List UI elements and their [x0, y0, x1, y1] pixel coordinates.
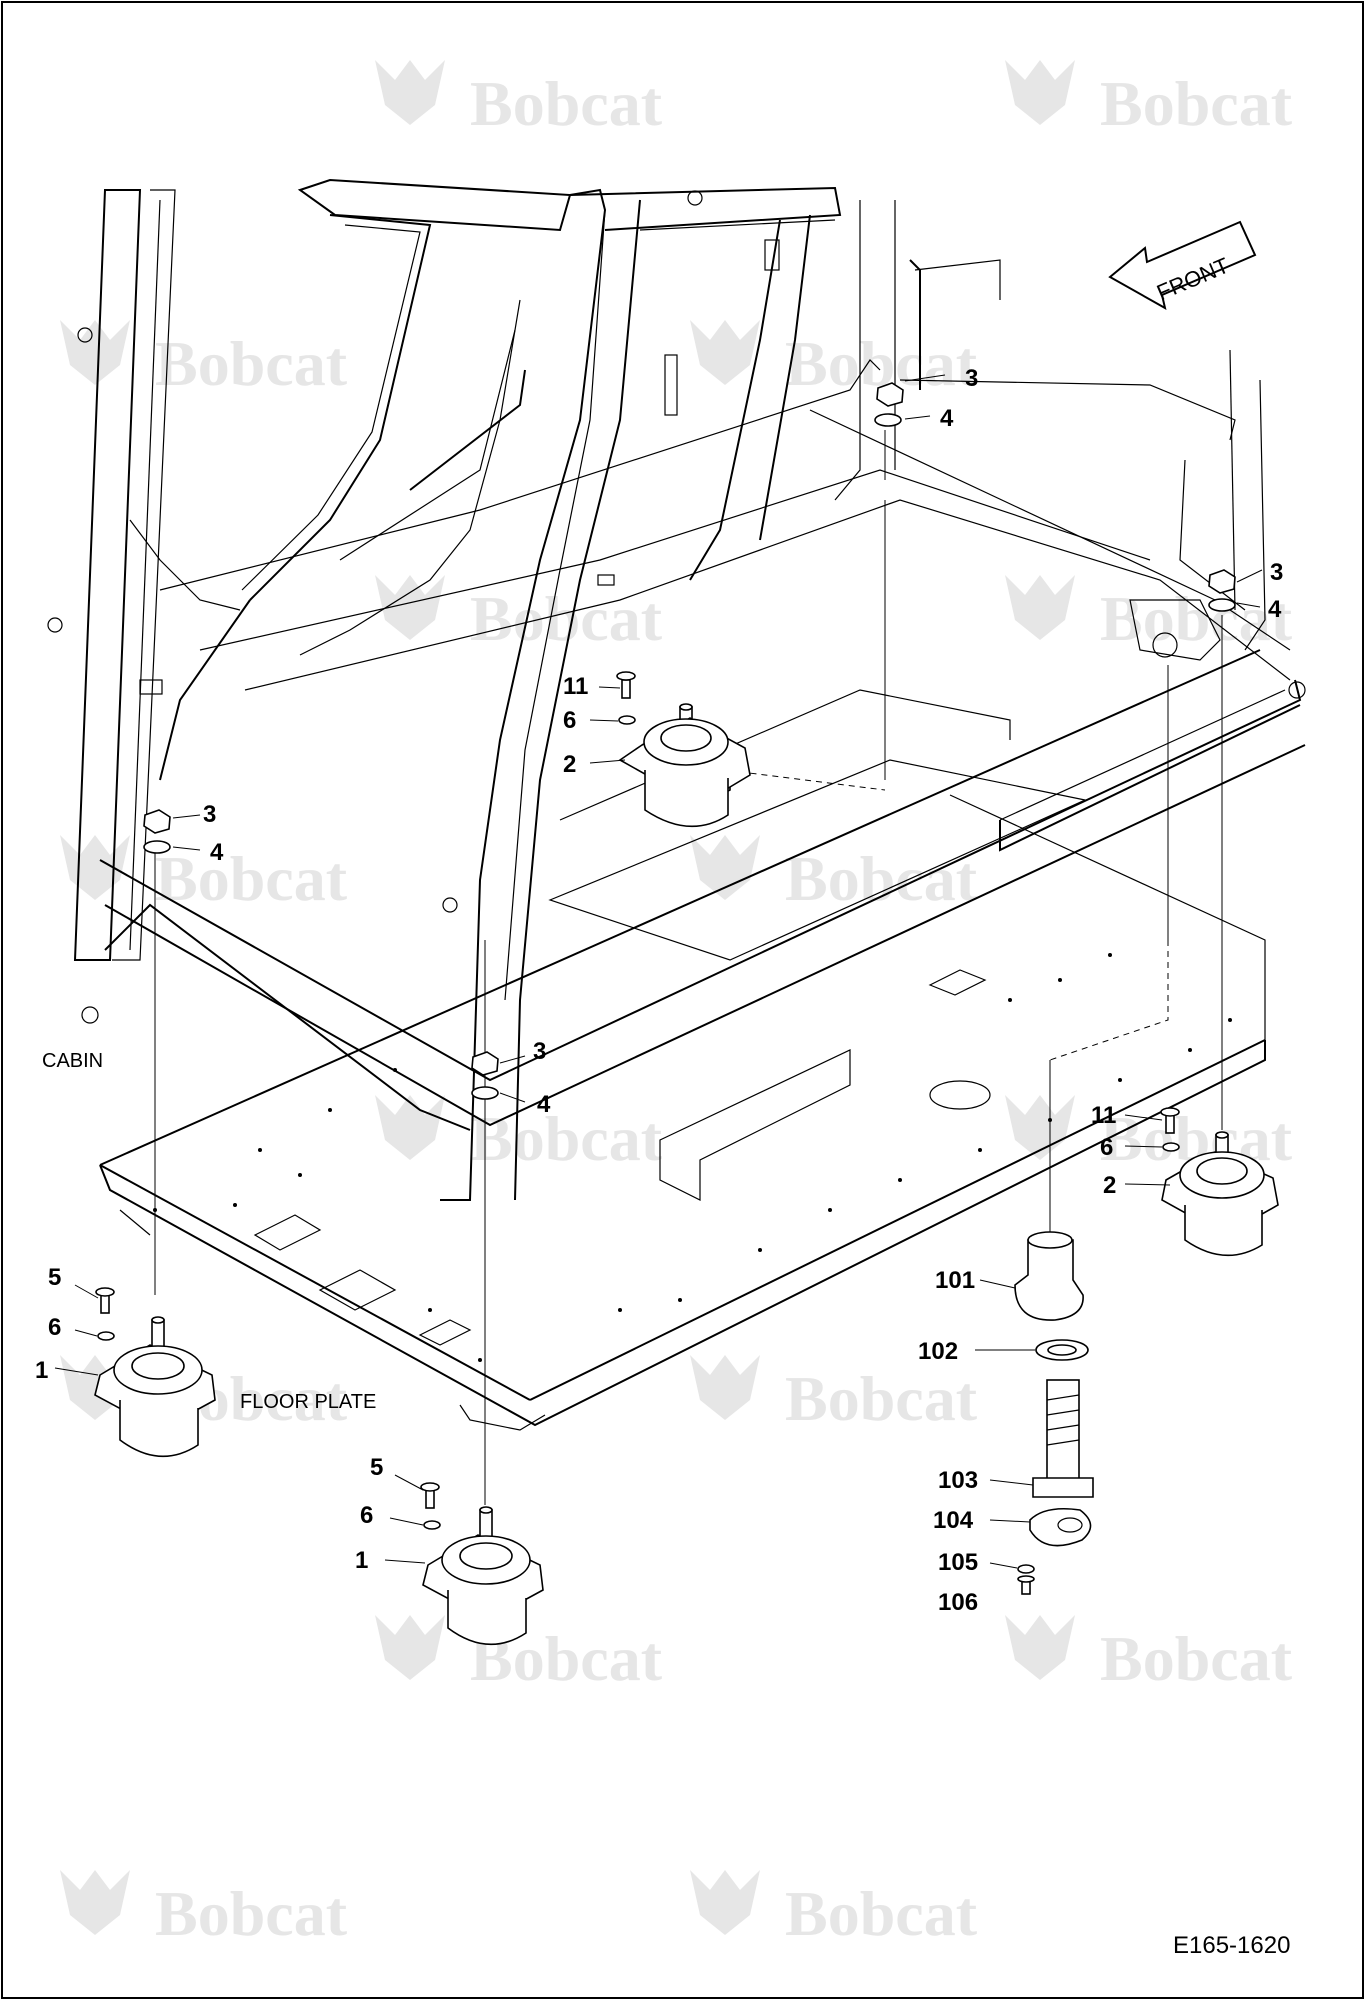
- bolt-icon: [100, 1294, 110, 1314]
- front-direction-arrow: FRONT: [1108, 220, 1257, 310]
- drawing-number: E165-1620: [1173, 1932, 1290, 1959]
- callout-label: 2: [563, 751, 576, 778]
- mount-2-lower: [1160, 1107, 1279, 1257]
- watermark-text: Bobcat: [1100, 68, 1293, 139]
- mount-1-left: [94, 1287, 216, 1458]
- bolt-icon: [425, 1489, 435, 1509]
- callout-label: 3: [965, 365, 978, 392]
- callout-label: 1: [35, 1357, 48, 1384]
- callout-label: 11: [563, 673, 588, 700]
- bolt-icon: [1165, 1114, 1175, 1134]
- callout-label: 103: [938, 1467, 978, 1494]
- bushing-101: [1014, 1239, 1084, 1321]
- callout-label: 4: [537, 1091, 551, 1118]
- stopper-assembly: [1014, 1231, 1094, 1595]
- callout-label: 106: [938, 1589, 978, 1616]
- callout-label: 3: [533, 1038, 546, 1065]
- mount-1-center: [420, 1482, 544, 1646]
- watermark: Bobcat Bobcat Bobcat Bobcat Bobcat Bobca…: [155, 68, 1293, 1949]
- washer-icon: [97, 1331, 115, 1341]
- watermark-text: Bobcat: [1100, 1623, 1293, 1694]
- bolt-103: [1046, 1379, 1080, 1481]
- nut-icon: [471, 1051, 499, 1076]
- watermark-text: Bobcat: [155, 1878, 348, 1949]
- front-arrow-icon: [1108, 220, 1257, 310]
- isolator-body: [447, 1590, 527, 1646]
- watermark-text: Bobcat: [785, 1363, 978, 1434]
- callout-label: 6: [360, 1502, 373, 1529]
- callout-label: 104: [933, 1507, 974, 1534]
- callout-label: 1: [355, 1547, 368, 1574]
- cabin-caption: CABIN: [42, 1050, 103, 1072]
- callout-label: 102: [918, 1338, 958, 1365]
- watermark-text: Bobcat: [470, 583, 663, 654]
- washer-105: [1017, 1564, 1035, 1574]
- washer-icon: [423, 1520, 441, 1530]
- callout-label: 6: [48, 1314, 61, 1341]
- callout-labels: 3 4 3 4 11 6 2 3 4 3 4 11 6 2 101 102 10…: [35, 365, 1283, 1616]
- nut-icon: [876, 382, 904, 407]
- callout-label: 5: [370, 1454, 383, 1481]
- callout-label: 11: [1091, 1102, 1116, 1129]
- watermark-text: Bobcat: [470, 1103, 663, 1174]
- callout-label: 5: [48, 1264, 61, 1291]
- nut-icon: [1208, 569, 1236, 594]
- callout-label: 4: [940, 405, 954, 432]
- plate-104: [1029, 1507, 1092, 1547]
- washer-icon: [1208, 598, 1236, 612]
- callout-label: 2: [1103, 1172, 1116, 1199]
- isolator-body: [644, 770, 729, 828]
- washer-icon: [618, 715, 636, 725]
- bolt-icon: [621, 679, 631, 699]
- callout-label: 105: [938, 1549, 978, 1576]
- nut-icon: [143, 809, 171, 834]
- callout-label: 101: [935, 1267, 975, 1294]
- callout-label: 6: [563, 707, 576, 734]
- watermark-text: Bobcat: [155, 843, 348, 914]
- hardware-nut-washer: [143, 382, 1236, 1100]
- watermark-text: Bobcat: [785, 1878, 978, 1949]
- floor-plate-caption: FLOOR PLATE: [240, 1391, 376, 1413]
- callout-label: 4: [210, 839, 224, 866]
- floor-plate: [99, 649, 1266, 1431]
- washer-icon: [874, 413, 902, 427]
- washer-icon: [1162, 1142, 1180, 1152]
- isolator-body: [1184, 1205, 1263, 1257]
- cabin-frame: [47, 178, 1306, 1201]
- callout-label: 3: [1270, 559, 1283, 586]
- assembly-centerlines: [154, 430, 1223, 1505]
- isolator-body: [119, 1400, 199, 1458]
- callout-label: 4: [1268, 596, 1282, 623]
- washer-icon: [143, 840, 171, 854]
- watermark-text: Bobcat: [155, 328, 348, 399]
- callout-leaders: [54, 374, 1263, 1569]
- callout-label: 6: [1100, 1134, 1113, 1161]
- callout-label: 3: [203, 801, 216, 828]
- watermark-layer: Bobcat Bobcat Bobcat Bobcat Bobcat Bobca…: [60, 60, 1293, 1949]
- washer-icon: [471, 1086, 499, 1100]
- mount-2-upper: [616, 671, 751, 828]
- watermark-text: Bobcat: [470, 68, 663, 139]
- watermark-text: Bobcat: [785, 843, 978, 914]
- watermark-text: Bobcat: [1100, 583, 1293, 654]
